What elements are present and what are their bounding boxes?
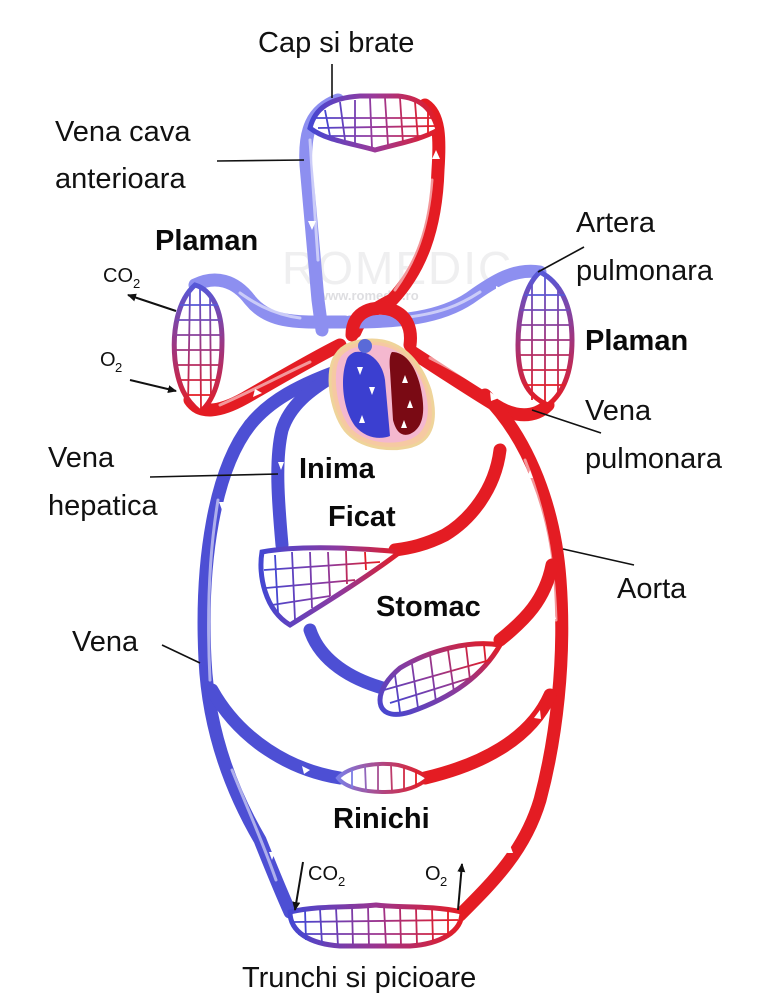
gas-o2-trunk-label: O bbox=[425, 863, 441, 885]
label-vena-cava-line1: Vena cava bbox=[55, 116, 191, 148]
gas-o2-lung: O 2 bbox=[100, 349, 177, 394]
renal-artery-vessel bbox=[418, 688, 557, 785]
leader-aorta bbox=[562, 548, 635, 566]
leader-vena-cava bbox=[216, 159, 305, 162]
gas-co2-trunk-subscript: 2 bbox=[338, 874, 345, 889]
gas-co2-lung-label: CO bbox=[103, 265, 133, 287]
heart bbox=[328, 338, 435, 451]
portal-vein-vessel bbox=[303, 623, 397, 697]
gas-co2-lung-subscript: 2 bbox=[133, 276, 140, 291]
heart-left-chamber bbox=[389, 352, 424, 435]
label-aorta: Aorta bbox=[617, 573, 687, 605]
gas-o2-trunk: O 2 bbox=[425, 863, 466, 911]
left-lung-capillary-bed bbox=[171, 282, 225, 416]
o2-inhale-arrow bbox=[129, 379, 177, 394]
gas-co2-lung: CO 2 bbox=[103, 265, 177, 312]
gas-co2-trunk-label: CO bbox=[308, 863, 338, 885]
co2-uptake-arrow bbox=[292, 861, 304, 911]
vessel-highlight bbox=[308, 138, 320, 262]
gas-o2-lung-label: O bbox=[100, 349, 116, 371]
leader-vena bbox=[161, 644, 201, 664]
label-cap-si-brate: Cap si brate bbox=[258, 27, 414, 59]
leader-artera-pulmonara bbox=[537, 246, 585, 273]
liver-artery-vessel bbox=[388, 443, 507, 557]
label-plaman-left: Plaman bbox=[155, 225, 258, 257]
label-vena-hep-line1: Vena bbox=[48, 442, 115, 474]
hepatic-vein-vessel bbox=[271, 368, 342, 552]
labels: Cap si brate Vena cava anterioara Plaman… bbox=[48, 27, 723, 994]
label-artera-line1: Artera bbox=[576, 207, 656, 239]
gas-o2-lung-subscript: 2 bbox=[115, 360, 122, 375]
leader-vena-pulmonara bbox=[531, 409, 602, 434]
label-stomac: Stomac bbox=[376, 591, 481, 623]
heart-right-chamber bbox=[343, 351, 390, 438]
stomach-capillary-bed bbox=[377, 641, 504, 717]
vessel-highlight bbox=[238, 291, 302, 320]
label-inima: Inima bbox=[299, 453, 376, 485]
label-vena: Vena bbox=[72, 626, 139, 658]
head-arms-capillary-bed bbox=[307, 93, 441, 153]
vessel-highlight bbox=[398, 290, 482, 320]
aorta-vessel bbox=[453, 388, 569, 922]
vessel-highlight bbox=[428, 356, 502, 400]
liver-capillary-bed bbox=[258, 545, 407, 628]
vessel-highlight bbox=[230, 768, 278, 882]
label-ficat: Ficat bbox=[328, 501, 396, 533]
label-trunchi-si-picioare: Trunchi si picioare bbox=[242, 962, 476, 994]
vessel-highlight bbox=[218, 360, 312, 407]
kidney-capillary-bed bbox=[335, 761, 432, 795]
heart-flow-arrows bbox=[357, 367, 413, 428]
label-vena-cava-line2: anterioara bbox=[55, 163, 186, 195]
label-artera-line2: pulmonara bbox=[576, 255, 714, 287]
gas-o2-trunk-subscript: 2 bbox=[440, 874, 447, 889]
label-vena-pulm-line2: pulmonara bbox=[585, 443, 723, 475]
vessel-highlight bbox=[207, 498, 220, 682]
gas-co2-trunk: CO 2 bbox=[292, 861, 345, 911]
trunk-legs-capillary-bed bbox=[287, 902, 465, 949]
vessel-highlight bbox=[393, 178, 434, 292]
right-lung-capillary-bed bbox=[515, 269, 575, 408]
aortic-arch-vessel bbox=[345, 301, 417, 352]
label-plaman-right: Plaman bbox=[585, 325, 688, 357]
label-rinichi: Rinichi bbox=[333, 803, 430, 835]
leader-vena-hepatica bbox=[149, 473, 279, 478]
stomach-artery-vessel bbox=[493, 558, 559, 647]
label-vena-hep-line2: hepatica bbox=[48, 490, 159, 522]
label-vena-pulm-line1: Vena bbox=[585, 395, 652, 427]
co2-exhale-arrow bbox=[127, 293, 177, 312]
o2-release-arrow bbox=[457, 863, 466, 911]
renal-vein-vessel bbox=[205, 683, 347, 785]
